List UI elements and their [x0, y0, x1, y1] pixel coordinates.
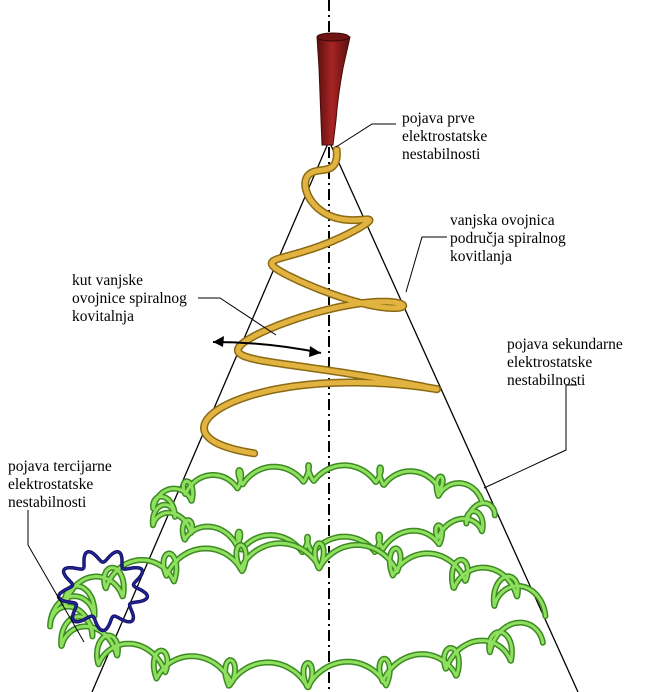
label-angle-line2: ovojnice spiralnog: [72, 290, 187, 308]
label-secondary-line1: pojava sekundarne: [507, 336, 623, 354]
primary-spiral-tube-outline: [204, 150, 437, 454]
label-primary-instability: pojava prve elektrostatske nestabilnosti: [402, 110, 487, 164]
label-envelope-line3: kovitlanja: [450, 248, 566, 266]
leader-envelope: [406, 237, 447, 292]
label-angle-line1: kut vanjske: [72, 272, 187, 290]
nozzle: [317, 34, 350, 145]
label-secondary-line3: nestabilnosti: [507, 372, 623, 390]
label-outer-envelope: vanjska ovojnica područja spiralnog kovi…: [450, 212, 566, 266]
label-primary-line2: elektrostatske: [402, 128, 487, 146]
label-tertiary-line1: pojava tercijarne: [8, 458, 112, 476]
label-tertiary-line3: nestabilnosti: [8, 494, 112, 512]
label-primary-line1: pojava prve: [402, 110, 487, 128]
label-tertiary-line2: elektrostatske: [8, 476, 112, 494]
label-envelope-line1: vanjska ovojnica: [450, 212, 566, 230]
nozzle-opening: [317, 33, 349, 41]
secondary-coil: [50, 465, 545, 687]
leader-secondary: [484, 385, 577, 488]
label-primary-line3: nestabilnosti: [402, 146, 487, 164]
leader-primary: [336, 124, 396, 147]
primary-spiral: [204, 150, 437, 454]
angle-arc: [213, 342, 321, 353]
angle-arrow-right: [309, 346, 321, 357]
angle-arrow-left: [213, 336, 224, 347]
label-secondary-instability: pojava sekundarne elektrostatske nestabi…: [507, 336, 623, 390]
label-envelope-line2: područja spiralnog: [450, 230, 566, 248]
label-envelope-angle: kut vanjske ovojnice spiralnog kovitalnj…: [72, 272, 187, 326]
label-secondary-line2: elektrostatske: [507, 354, 623, 372]
label-angle-line3: kovitalnja: [72, 308, 187, 326]
label-tertiary-instability: pojava tercijarne elektrostatske nestabi…: [8, 458, 112, 512]
